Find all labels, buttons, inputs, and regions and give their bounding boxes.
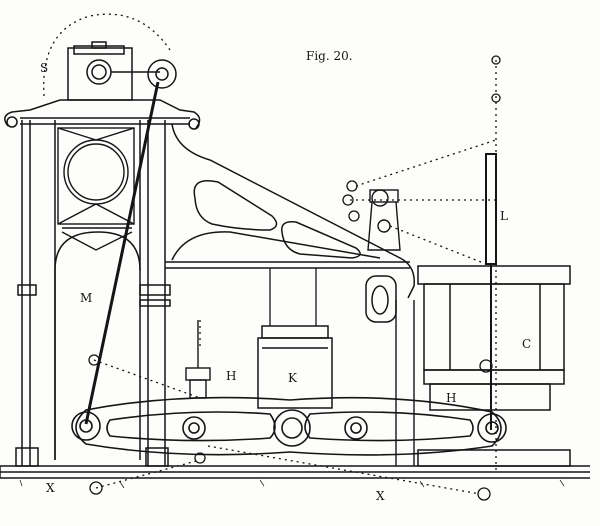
beam-support-legs	[269, 268, 317, 326]
connecting-rod	[84, 81, 160, 425]
small-pump-h	[185, 320, 211, 399]
label-m: M	[80, 291, 92, 305]
label-k: K	[288, 371, 298, 385]
ground-base	[0, 465, 590, 479]
right-column	[395, 300, 415, 466]
valve-balls	[342, 180, 360, 222]
label-x-right: X	[376, 489, 385, 503]
top-bearing	[67, 41, 160, 101]
lower-link	[71, 396, 507, 456]
crank-pin-top	[147, 59, 177, 89]
label-h-right: H	[446, 391, 456, 405]
pump-cylinder-c	[417, 265, 571, 467]
label-s: S	[40, 61, 48, 75]
crank-orbit	[43, 13, 171, 97]
entablature	[4, 99, 201, 130]
label-c: C	[522, 337, 531, 351]
column-window	[57, 127, 135, 251]
label-x-left: X	[46, 481, 55, 495]
motion-path-dots	[88, 55, 501, 501]
figure-title: Fig. 20.	[306, 49, 353, 63]
left-column-frame	[15, 120, 171, 467]
main-beam-bracket	[165, 123, 415, 323]
label-h-left: H	[226, 369, 236, 383]
pump-rod-l	[485, 153, 497, 430]
cylinder-k	[257, 325, 333, 409]
motion-paths	[93, 60, 497, 495]
valve-chest	[367, 189, 401, 251]
label-l: L	[500, 209, 508, 223]
